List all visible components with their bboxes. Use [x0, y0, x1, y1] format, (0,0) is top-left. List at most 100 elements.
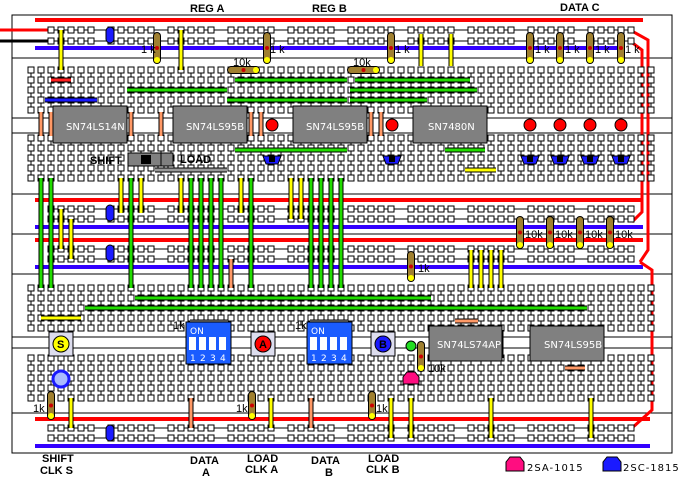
hole — [367, 205, 375, 213]
hole — [97, 66, 105, 74]
hole — [137, 384, 145, 392]
hole — [97, 324, 105, 332]
resistor-label: 1 k — [141, 44, 156, 56]
hole — [457, 374, 465, 382]
hole — [147, 354, 155, 362]
hole — [257, 324, 265, 332]
hole — [447, 245, 455, 253]
hole — [497, 96, 505, 104]
hole — [457, 66, 465, 74]
hole — [587, 215, 595, 223]
hole — [507, 384, 515, 392]
push-button-load-b[interactable]: B — [370, 331, 396, 357]
hole — [107, 384, 115, 392]
hole — [577, 394, 585, 402]
dip-number: 2 — [200, 354, 206, 364]
hole — [147, 215, 155, 223]
hole — [567, 215, 575, 223]
hole — [637, 66, 645, 74]
hole — [587, 106, 595, 114]
hole — [247, 434, 255, 442]
hole — [167, 144, 175, 152]
hole — [217, 66, 225, 74]
transistor-pin — [557, 156, 563, 162]
hole — [97, 374, 105, 382]
dip-switch-data-b[interactable]: ON 1 2 3 4 — [306, 321, 353, 365]
hole — [417, 26, 425, 34]
hole — [177, 354, 185, 362]
resistor-label: 10k — [525, 229, 543, 241]
hole — [527, 164, 535, 172]
hole — [57, 154, 65, 162]
hole — [147, 424, 155, 432]
hole — [527, 294, 535, 302]
hole — [647, 304, 655, 312]
hole — [577, 314, 585, 322]
hole — [417, 144, 425, 152]
hole — [137, 37, 145, 45]
hole — [317, 384, 325, 392]
hole — [427, 245, 435, 253]
hole — [47, 304, 55, 312]
hole — [227, 154, 235, 162]
hole — [497, 215, 505, 223]
hole — [647, 174, 655, 182]
hole — [117, 37, 125, 45]
hole — [517, 76, 525, 84]
hole — [157, 96, 165, 104]
hole — [507, 174, 515, 182]
label-load-a: LOAD — [247, 453, 278, 465]
hole — [57, 284, 65, 292]
hole — [447, 384, 455, 392]
push-button-shift-clk[interactable]: S — [48, 331, 74, 357]
hole — [117, 364, 125, 372]
hole — [347, 37, 355, 45]
hole — [537, 294, 545, 302]
hole — [157, 144, 165, 152]
hole — [357, 434, 365, 442]
hole — [387, 384, 395, 392]
hole — [277, 394, 285, 402]
hole — [497, 26, 505, 34]
hole — [297, 255, 305, 263]
hole — [527, 144, 535, 152]
hole — [347, 205, 355, 213]
hole — [297, 364, 305, 372]
hole — [187, 434, 195, 442]
hole — [507, 154, 515, 162]
hole — [517, 294, 525, 302]
hole — [227, 245, 235, 253]
hole — [257, 86, 265, 94]
hole — [257, 314, 265, 322]
hole — [427, 284, 435, 292]
hole — [647, 384, 655, 392]
hole — [637, 314, 645, 322]
hole — [257, 26, 265, 34]
hole — [87, 284, 95, 292]
shift-load-switch[interactable] — [127, 152, 174, 167]
hole — [537, 106, 545, 114]
hole — [297, 434, 305, 442]
red-led — [265, 118, 279, 132]
legend-label: 2SA-1015 — [527, 463, 584, 474]
hole — [87, 434, 95, 442]
hole — [497, 154, 505, 162]
hole — [237, 164, 245, 172]
dip-switch-data-a[interactable]: ON 1 2 3 4 — [185, 321, 232, 365]
push-button-load-a[interactable]: A — [250, 331, 276, 357]
hole — [417, 205, 425, 213]
hole — [537, 245, 545, 253]
hole — [637, 106, 645, 114]
hole — [577, 384, 585, 392]
hole — [557, 384, 565, 392]
hole — [207, 37, 215, 45]
hole — [227, 314, 235, 322]
hole — [267, 66, 275, 74]
hole — [517, 86, 525, 94]
hole — [177, 364, 185, 372]
hole — [467, 26, 475, 34]
hole — [297, 374, 305, 382]
hole — [417, 424, 425, 432]
hole — [557, 144, 565, 152]
hole — [457, 96, 465, 104]
